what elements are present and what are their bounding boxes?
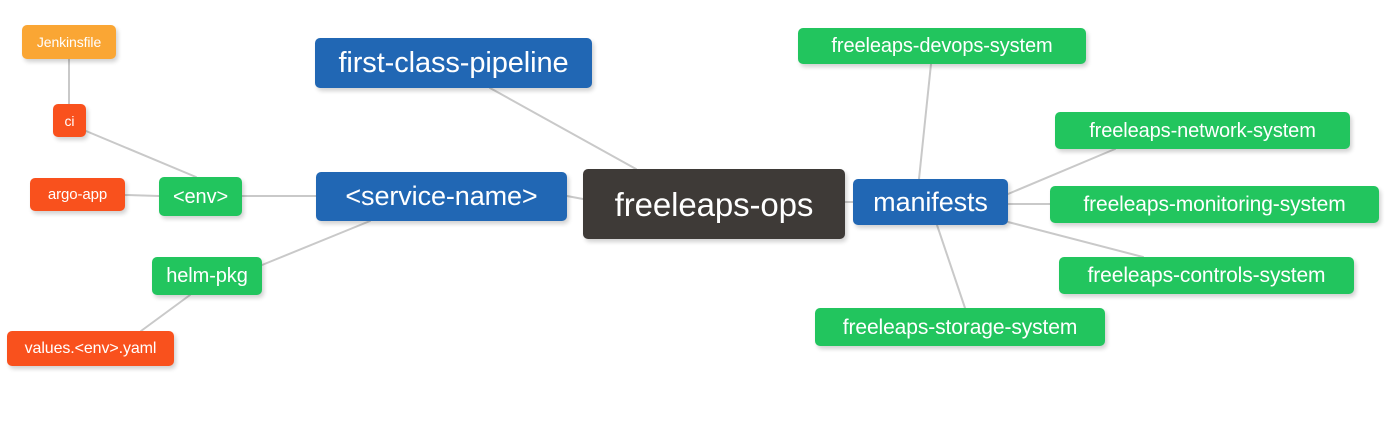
edge-first-class-pipeline-ops [489,87,637,170]
edge-ci-env [85,130,197,178]
node-label-freeleaps-storage-system: freeleaps-storage-system [842,315,1078,339]
edge-argo-app-env [124,194,160,197]
node-first-class-pipeline[interactable]: first-class-pipeline [315,38,592,88]
node-label-manifests: manifests [873,186,988,217]
edge-manifests-controls [1007,221,1144,258]
node-label-helm-pkg: helm-pkg [166,265,248,287]
node-label-argo-app: argo-app [47,186,108,203]
node-label-first-class-pipeline: first-class-pipeline [338,46,569,79]
node-env[interactable]: <env> [159,177,242,216]
edge-manifests-devops [918,63,932,180]
node-label-freeleaps-devops-system: freeleaps-devops-system [831,35,1053,57]
node-label-freeleaps-monitoring-system: freeleaps-monitoring-system [1083,193,1346,216]
edge-helm-pkg-service-name [261,220,371,266]
node-label-jenkinsfile: Jenkinsfile [36,34,102,50]
node-values-yaml[interactable]: values.<env>.yaml [7,331,174,366]
node-ci[interactable]: ci [53,104,86,137]
node-freeleaps-controls-system[interactable]: freeleaps-controls-system [1059,257,1354,294]
node-label-ci: ci [64,112,75,129]
node-jenkinsfile[interactable]: Jenkinsfile [22,25,116,59]
node-label-freeleaps-network-system: freeleaps-network-system [1089,119,1316,142]
node-label-freeleaps-controls-system: freeleaps-controls-system [1087,264,1326,287]
node-label-service-name: <service-name> [345,181,538,211]
edge-values-yaml-helm-pkg [140,294,191,332]
node-service-name[interactable]: <service-name> [316,172,567,221]
node-manifests[interactable]: manifests [853,179,1008,225]
node-freeleaps-devops-system[interactable]: freeleaps-devops-system [798,28,1086,64]
node-freeleaps-storage-system[interactable]: freeleaps-storage-system [815,308,1105,346]
node-label-freeleaps-ops: freeleaps-ops [614,185,814,223]
edge-service-name-ops [566,195,584,200]
node-freeleaps-ops[interactable]: freeleaps-ops [583,169,845,239]
node-freeleaps-network-system[interactable]: freeleaps-network-system [1055,112,1350,149]
node-freeleaps-monitoring-system[interactable]: freeleaps-monitoring-system [1050,186,1379,223]
node-label-values-yaml: values.<env>.yaml [24,339,157,357]
node-helm-pkg[interactable]: helm-pkg [152,257,262,295]
edge-manifests-storage [936,224,966,309]
node-argo-app[interactable]: argo-app [30,178,125,211]
node-label-env: <env> [172,185,229,208]
